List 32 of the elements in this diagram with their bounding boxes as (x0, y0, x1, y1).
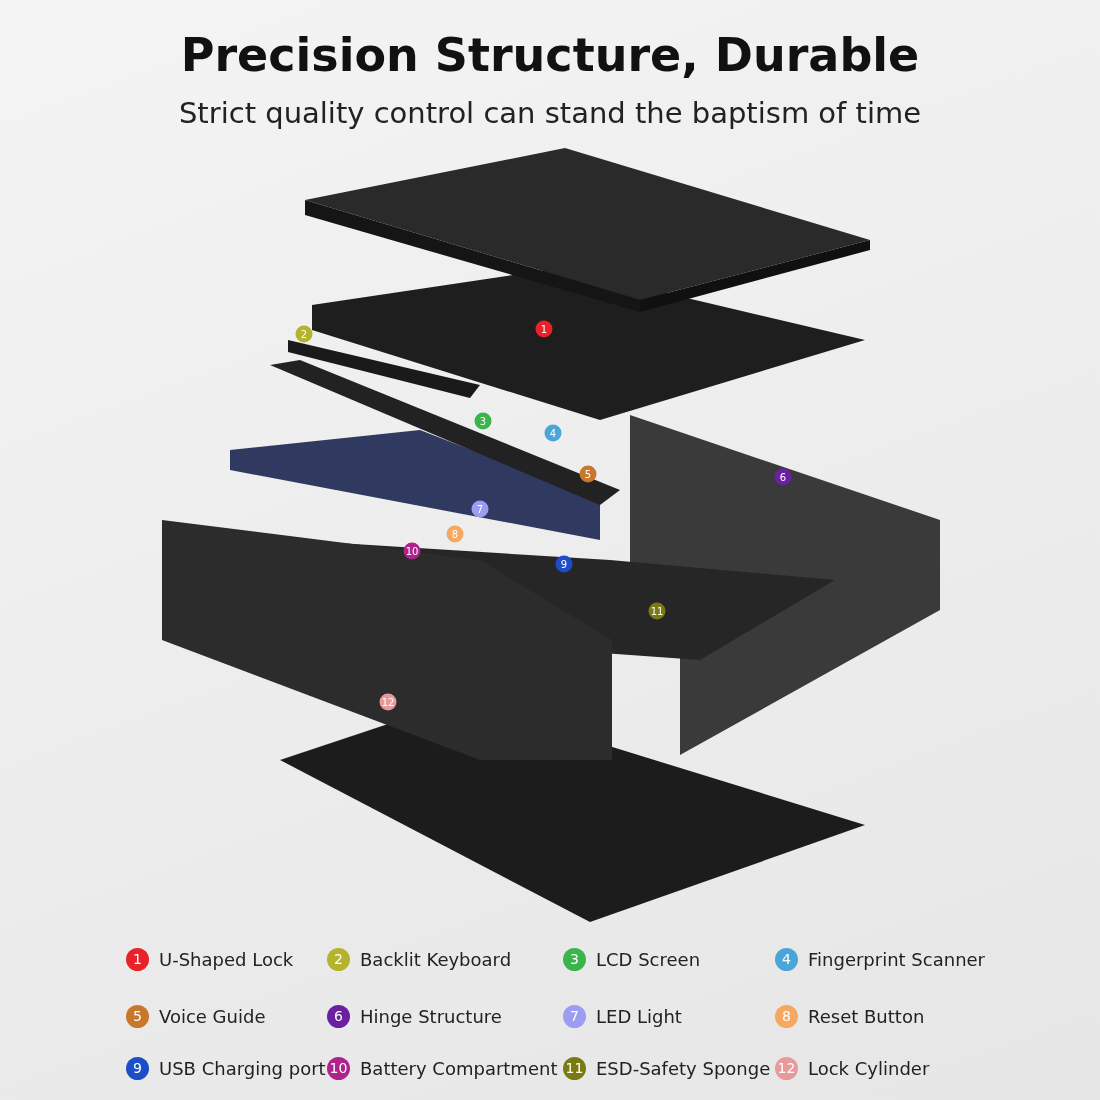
legend-label: LED Light (596, 1006, 682, 1027)
legend-swatch: 9 (126, 1057, 149, 1080)
legend-swatch: 12 (775, 1057, 798, 1080)
legend-swatch: 3 (563, 948, 586, 971)
legend-label: ESD-Safety Sponge (596, 1058, 771, 1079)
callout-number: 2 (295, 325, 313, 343)
legend-swatch: 2 (327, 948, 350, 971)
legend-swatch: 6 (327, 1005, 350, 1028)
legend-label: Battery Compartment (360, 1058, 558, 1079)
legend-label: USB Charging port (159, 1058, 326, 1079)
legend-swatch: 5 (126, 1005, 149, 1028)
legend-label: LCD Screen (596, 949, 701, 970)
legend-label: Lock Cylinder (808, 1058, 930, 1079)
legend-swatch: 8 (775, 1005, 798, 1028)
callout-number: 10 (403, 542, 421, 560)
legend-swatch: 11 (563, 1057, 586, 1080)
legend-label: Reset Button (808, 1006, 925, 1027)
legend-label: Voice Guide (159, 1006, 266, 1027)
legend-label: Hinge Structure (360, 1006, 502, 1027)
legend-label: U-Shaped Lock (159, 949, 294, 970)
legend-label: Backlit Keyboard (360, 949, 512, 970)
legend-swatch: 1 (126, 948, 149, 971)
title: Precision Structure, Durable (179, 28, 921, 82)
legend-swatch: 4 (775, 948, 798, 971)
callout-number: 4 (544, 424, 562, 442)
callout-number: 5 (579, 465, 597, 483)
legend-swatch: 10 (327, 1057, 350, 1080)
legend-label: Fingerprint Scanner (808, 949, 985, 970)
subtitle: Strict quality control can stand the baptism of time (177, 96, 923, 130)
legend-swatch: 7 (563, 1005, 586, 1028)
callout-number: 3 (474, 412, 492, 430)
callout-number: 8 (446, 525, 464, 543)
